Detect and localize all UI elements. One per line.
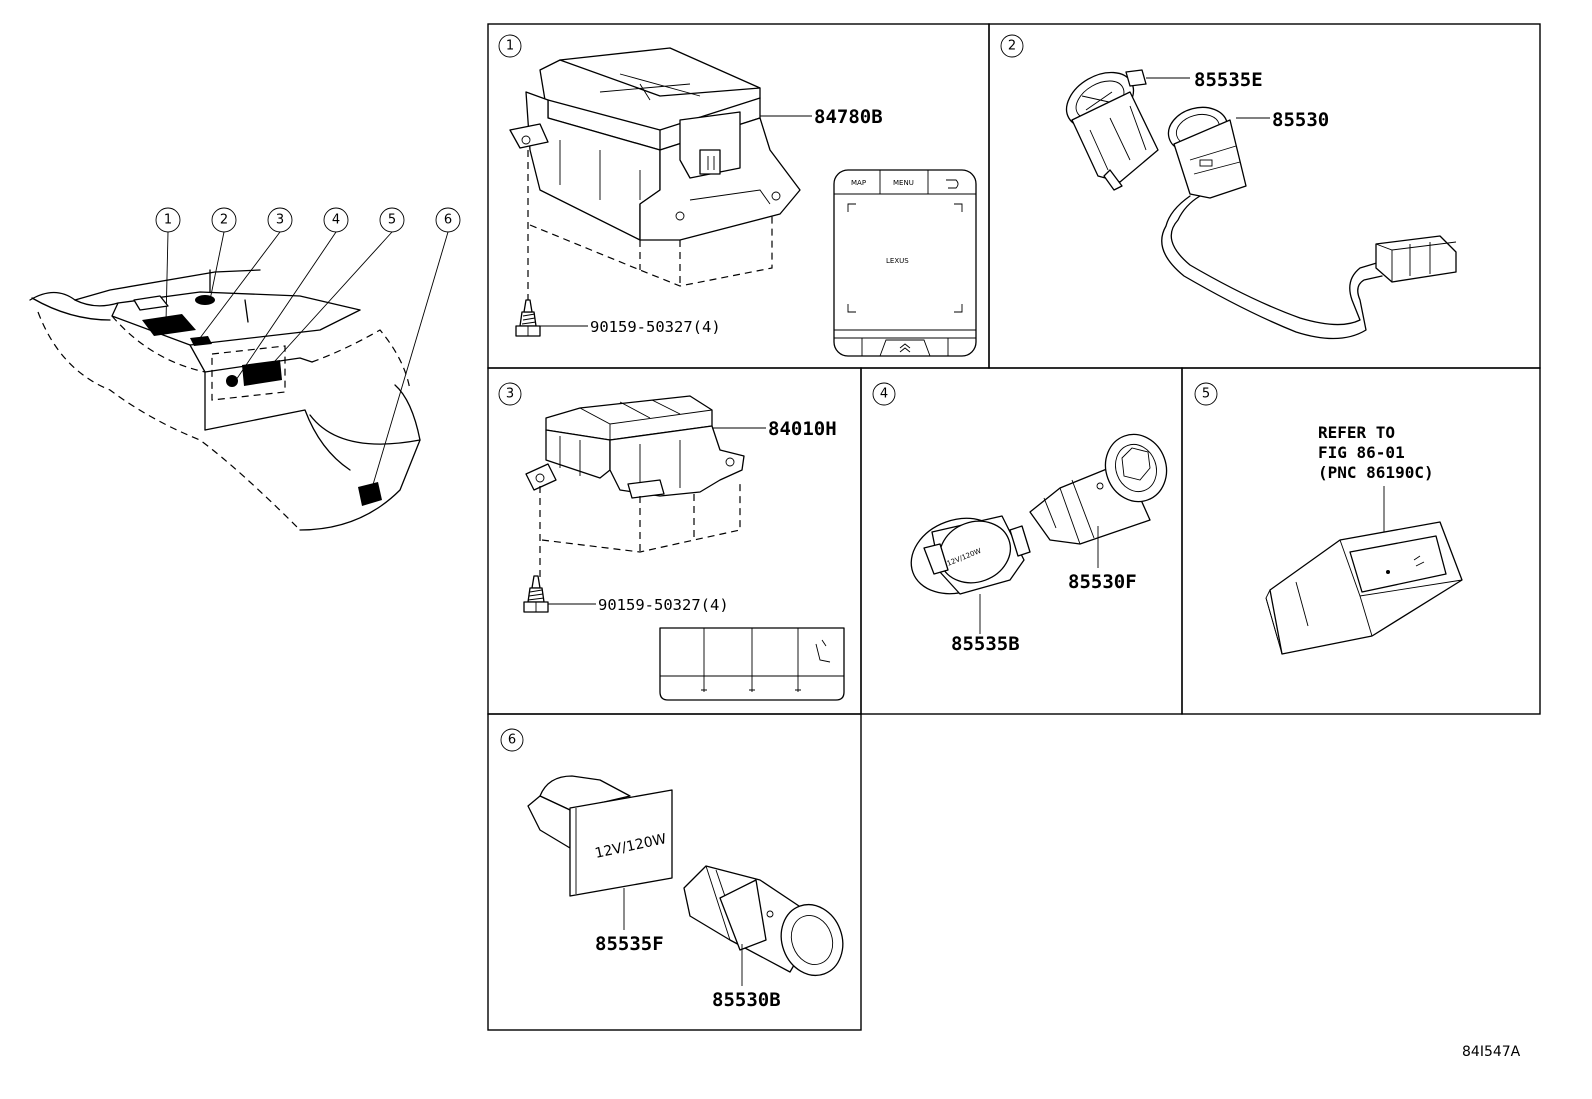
- part-85530-illustration[interactable]: [1161, 101, 1457, 340]
- svg-text:3: 3: [276, 213, 284, 228]
- part-label-84010h[interactable]: 84010H: [768, 418, 837, 440]
- screw-90159-50327-icon[interactable]: [523, 575, 549, 613]
- panel-2: 2 85535E 85530: [1000, 34, 1457, 340]
- panel-3-number: 3: [498, 382, 522, 406]
- panel-1-number: 1: [498, 34, 522, 58]
- panel-4-number: 4: [872, 382, 896, 406]
- part-label-90159-50327-p1[interactable]: 90159-50327(4): [590, 318, 721, 336]
- refer-to-line-2[interactable]: FIG 86-01: [1318, 443, 1405, 462]
- svg-text:6: 6: [508, 733, 516, 748]
- part-label-85535f[interactable]: 85535F: [595, 933, 664, 955]
- map-button-label: MAP: [851, 179, 866, 187]
- panel-5: 5 REFER TO FIG 86-01 (PNC 86190C): [1194, 382, 1463, 655]
- overview-callout-6[interactable]: 6: [435, 207, 461, 233]
- seat-switch-front-view: [659, 627, 845, 701]
- part-85530f-illustration[interactable]: [1029, 426, 1176, 545]
- usb-icon: [1413, 555, 1425, 567]
- part-label-85530f[interactable]: 85530F: [1068, 571, 1137, 593]
- part-label-90159-50327-p3[interactable]: 90159-50327(4): [598, 596, 729, 614]
- chevron-up-icon: [899, 343, 911, 353]
- panel-2-number: 2: [1000, 34, 1024, 58]
- svg-text:1: 1: [164, 213, 172, 228]
- overview-callout-1[interactable]: 1: [155, 207, 181, 233]
- panel-frames: [487, 23, 1541, 1031]
- overview-callout-3[interactable]: 3: [267, 207, 293, 233]
- svg-text:1: 1: [506, 39, 514, 54]
- panel-1: 1: [498, 34, 977, 357]
- part-84010h-illustration[interactable]: [525, 395, 745, 499]
- lexus-logo: LEXUS: [886, 257, 909, 265]
- figure-code: 84I547A: [1462, 1044, 1521, 1060]
- svg-text:2: 2: [1008, 39, 1016, 54]
- panel-3: 3 84010H 90159-50327(4): [498, 382, 845, 701]
- refer-to-line-1: REFER TO: [1318, 423, 1395, 442]
- part-85535b-illustration[interactable]: 12V/120W: [901, 506, 1031, 606]
- panel-4: 4 12V/120W 85535B 85530F: [872, 382, 1176, 655]
- svg-text:6: 6: [444, 213, 452, 228]
- part-85530b-illustration[interactable]: [683, 865, 853, 984]
- overview-callout-4[interactable]: 4: [323, 207, 349, 233]
- overview-console: 1 2 3 4 5 6: [29, 207, 461, 531]
- screw-90159-50327-icon[interactable]: [515, 299, 541, 337]
- part-85535f-illustration[interactable]: 12V/120W: [527, 775, 673, 897]
- part-label-85535e[interactable]: 85535E: [1194, 69, 1263, 91]
- svg-text:4: 4: [880, 387, 888, 402]
- back-arrow-icon: [946, 179, 959, 189]
- part-85535e-illustration[interactable]: [1057, 61, 1159, 191]
- refer-to-line-3[interactable]: (PNC 86190C): [1318, 463, 1434, 482]
- panel-6-number: 6: [500, 728, 524, 752]
- svg-text:2: 2: [220, 213, 228, 228]
- svg-text:5: 5: [388, 213, 396, 228]
- menu-button-label: MENU: [893, 179, 914, 187]
- part-label-85530b[interactable]: 85530B: [712, 989, 781, 1011]
- svg-text:4: 4: [332, 213, 340, 228]
- svg-text:5: 5: [1202, 387, 1210, 402]
- part-84780b-illustration[interactable]: [509, 47, 801, 241]
- part-label-84780b[interactable]: 84780B: [814, 106, 883, 128]
- usb-port-illustration[interactable]: [1265, 521, 1463, 655]
- part-label-85535b[interactable]: 85535B: [951, 633, 1020, 655]
- part-label-85530[interactable]: 85530: [1272, 109, 1329, 131]
- panel-6: 6 12V/120W 85535F 85530B: [500, 728, 853, 1011]
- switch-front-view-inset: MAP MENU LEXUS: [833, 169, 977, 357]
- overview-callout-2[interactable]: 2: [211, 207, 237, 233]
- seat-heater-icon: [815, 639, 831, 663]
- panel-5-number: 5: [1194, 382, 1218, 406]
- overview-callout-5[interactable]: 5: [379, 207, 405, 233]
- svg-text:3: 3: [506, 387, 514, 402]
